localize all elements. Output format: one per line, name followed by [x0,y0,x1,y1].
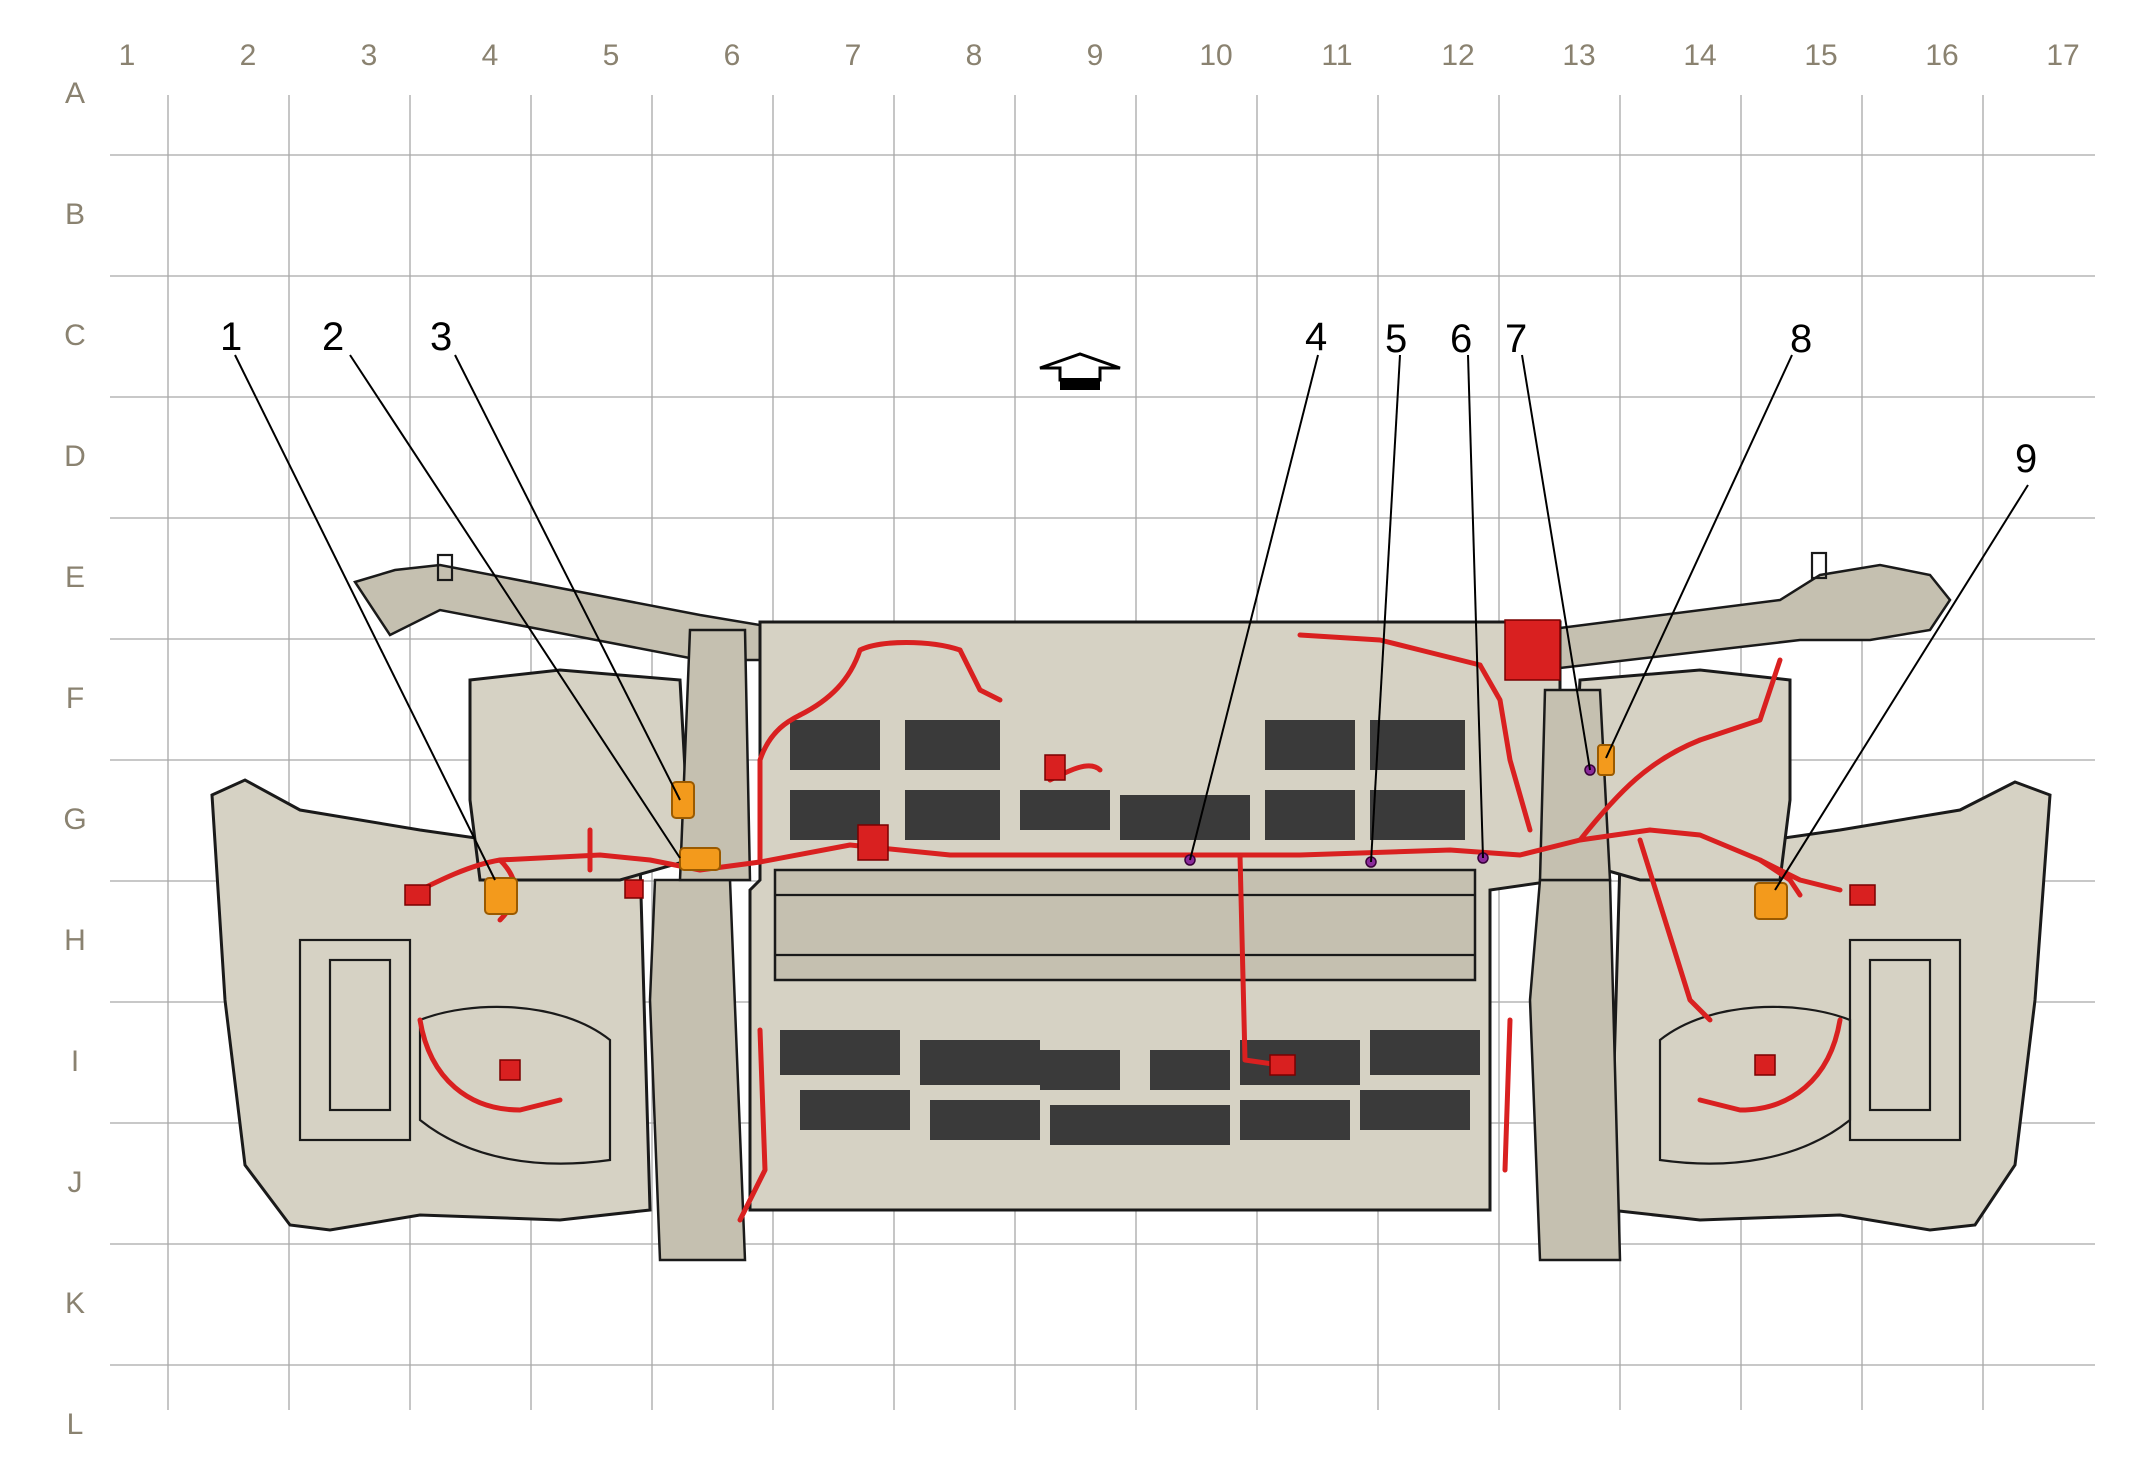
callout-2: 2 [322,315,344,359]
column-label: 4 [482,39,499,72]
row-labels: A B C D E F G H I J K L [63,77,86,1441]
connector-9 [1754,882,1788,920]
red-connectors [404,619,1876,1081]
callout-1: 1 [220,315,242,359]
column-label: 3 [361,39,378,72]
connector-7 [1597,744,1615,776]
callout-8: 8 [1790,317,1812,361]
connector-2 [679,847,721,871]
connector-3 [671,781,695,819]
row-label: E [65,561,85,594]
column-label: 8 [966,39,983,72]
row-label: F [66,682,84,715]
row-label: J [68,1166,83,1199]
row-label: A [65,77,85,110]
callout-5: 5 [1385,317,1407,361]
right-bumper [1608,780,2052,1232]
center-beam [773,868,1477,982]
wiring-harness [407,632,1843,1223]
column-label: 11 [1321,39,1352,72]
row-label: I [71,1045,79,1078]
left-upper-pillar [678,628,752,882]
left-side-member [648,878,747,1262]
column-label: 7 [845,39,862,72]
column-label: 17 [2046,39,2079,72]
callout-9: 9 [2015,437,2037,481]
column-label: 1 [119,39,136,72]
column-label: 2 [240,39,257,72]
row-label: G [63,803,86,836]
row-label: H [64,924,86,957]
left-foglamp-opening [418,1005,612,1165]
column-label: 13 [1562,39,1595,72]
row-label: B [65,198,85,231]
right-side-member [1528,878,1622,1262]
up-arrow-icon [1039,352,1121,390]
callouts: 1 2 3 4 5 6 7 8 9 [220,315,2037,481]
column-label: 12 [1441,39,1474,72]
column-label: 15 [1804,39,1837,72]
row-label: D [64,440,86,473]
row-label: K [65,1287,85,1320]
row-label: L [67,1408,84,1441]
left-bumper [210,778,652,1232]
callout-6: 6 [1450,317,1472,361]
column-label: 10 [1199,39,1232,72]
column-label: 5 [603,39,620,72]
right-foglamp-opening [1658,1005,1852,1165]
column-label: 16 [1925,39,1958,72]
leader-lines [234,354,2029,891]
lower-grille [780,1030,1480,1145]
highlighted-connectors [484,744,1788,920]
connector-1 [484,877,518,915]
upper-crossmember-right [1558,563,1952,670]
callout-3: 3 [430,315,452,359]
callout-4: 4 [1305,315,1327,359]
left-headlamp-panel [468,668,692,882]
column-label: 6 [724,39,741,72]
column-label: 14 [1683,39,1716,72]
callout-7: 7 [1505,317,1527,361]
vehicle-front-structure [210,551,2052,1262]
row-label: C [64,319,86,352]
right-upper-pillar [1538,688,1612,882]
column-label: 9 [1087,39,1104,72]
